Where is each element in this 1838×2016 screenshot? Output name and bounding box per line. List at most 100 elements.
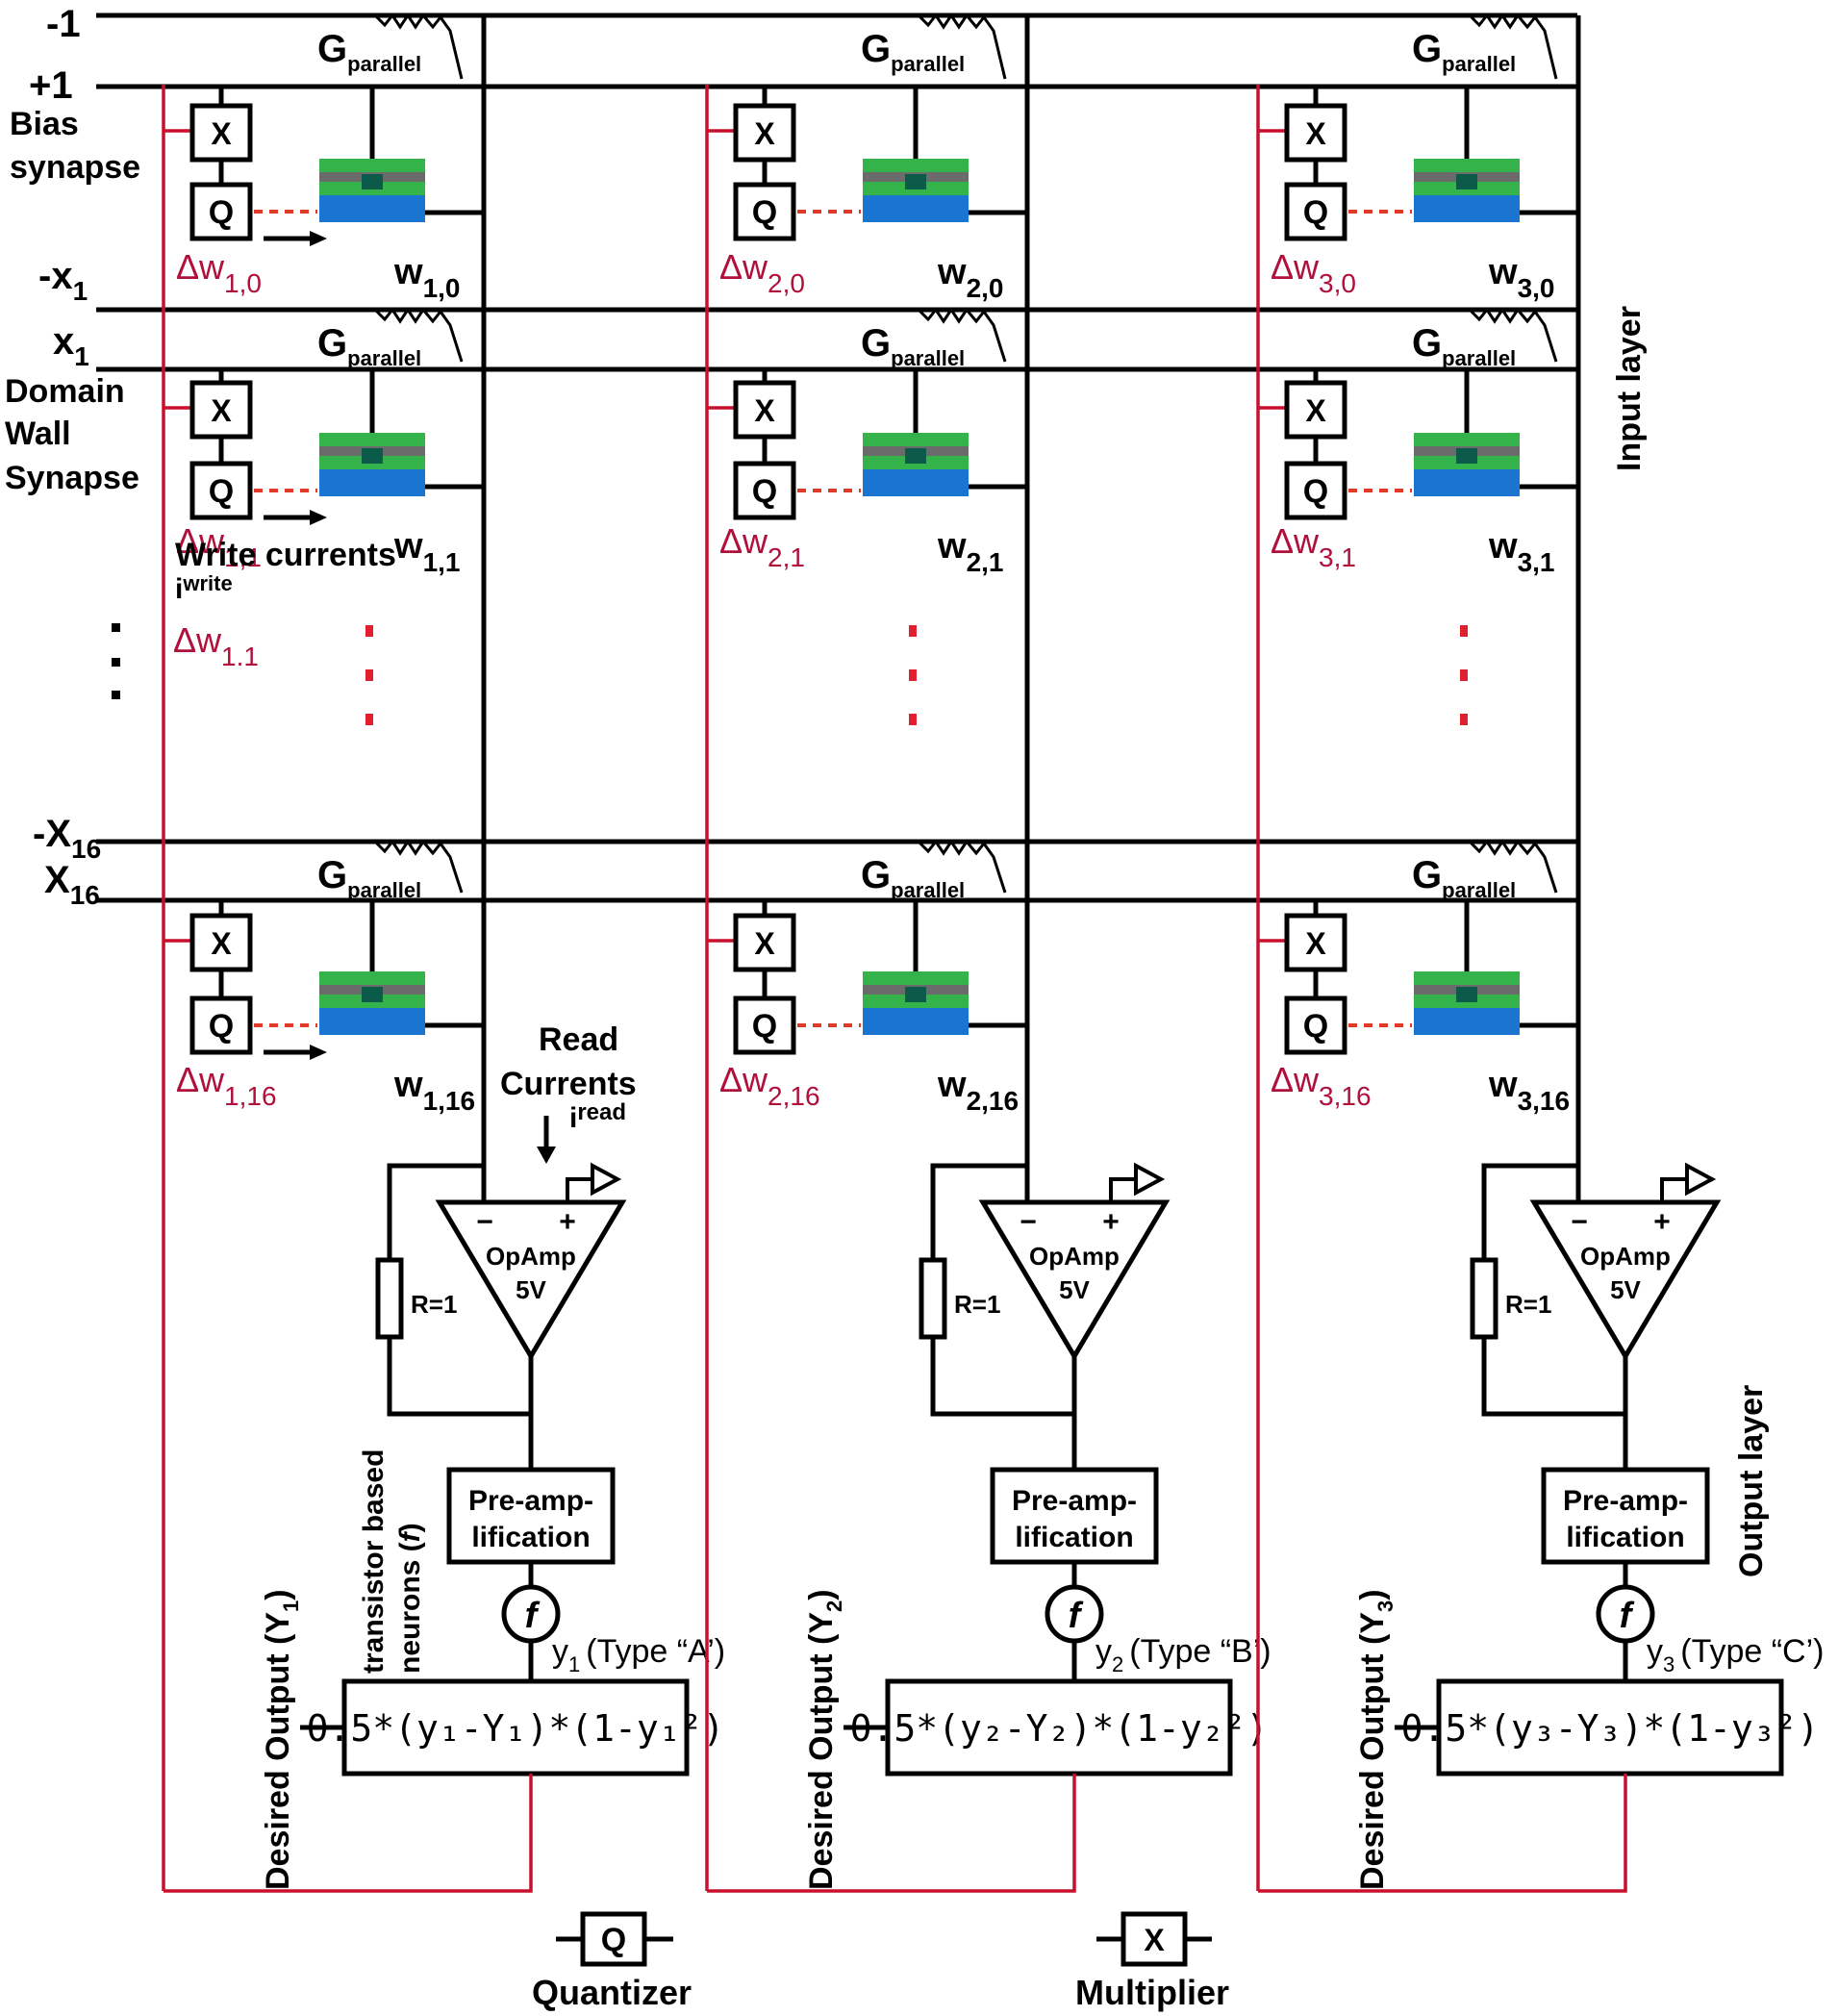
opamp-triangle [978,1199,1171,1361]
device-top-layer [319,971,425,985]
g-parallel-label: Gparallel [1412,28,1516,76]
rail-label-minus-x1: -x1 [38,255,88,306]
legend-quantizer-label: Quantizer [532,1973,692,2012]
device-domain-wall [905,448,926,464]
neuron-note-line2: neurons (f) [394,1523,426,1674]
delta-weight-label: Δw3,0 [1271,247,1356,298]
preamp-line1: Pre-amp- [468,1485,593,1517]
error-formula: 0.5*(y₃-Y₃)*(1-y₃²) [1401,1707,1820,1750]
resistor-label: R=1 [411,1290,457,1319]
device-top-layer [1414,971,1520,985]
g-parallel-label: Gparallel [861,854,965,902]
output-y-label: y3(Type “C’) [1647,1633,1824,1676]
red-ellipsis-dot [1460,625,1468,637]
g-parallel-resistor [917,839,1007,894]
device-free-layer [863,1008,969,1035]
domain-wall-device [319,369,484,496]
device-domain-wall [905,987,926,1002]
legend-multiplier-box [1120,1911,1188,1967]
device-top-layer [863,159,969,172]
weight-label: w3,16 [1488,1065,1570,1116]
weight-label: w3,1 [1488,526,1555,577]
quantizer-box [1284,461,1347,520]
g-parallel-label: Gparallel [317,322,421,370]
quantizer-box [733,461,796,520]
error-formula-box [1436,1678,1784,1777]
multiplier-symbol: X [754,116,775,151]
domain-wall-device [319,900,484,1035]
feedback-bottom-wire [930,1337,1074,1417]
device-top-layer [863,433,969,446]
error-feedback-red [164,1774,533,1893]
red-ellipsis-dot [365,669,373,681]
rail-label-x1: x1 [53,320,89,371]
domain-wall-device [863,369,1027,496]
legend: Q Quantizer X Multiplier [532,1911,1229,2012]
g-parallel-resistor [373,13,464,80]
quantizer-box [1284,182,1347,241]
quantizer-box [733,182,796,241]
device-top-layer [1414,159,1520,172]
red-ellipsis-dot [909,669,917,681]
device-free-layer [1414,469,1520,496]
bias-label-line1: Bias [10,106,79,142]
red-ellipsis-dot [1460,669,1468,681]
read-currents-i: iread [569,1099,626,1134]
feedback-top-wire [930,1163,1027,1260]
multiplier-box [733,913,796,972]
domain-wall-device [1414,369,1578,496]
opamp-name: OpAmp [486,1242,576,1271]
activation-function-symbol: f [1069,1596,1084,1636]
delta-weight-label: Δw1,16 [176,1060,277,1111]
delta-weight-label: Δw1,0 [176,247,262,298]
opamp-voltage: 5V [516,1275,546,1304]
feedback-top-wire [387,1163,484,1260]
feedback-bottom-wire [387,1337,531,1417]
weight-label: w3,0 [1488,252,1555,303]
g-parallel-label: Gparallel [861,28,965,76]
neuron-note: transistor based neurons (f) [358,1449,426,1674]
opamp-voltage: 5V [1059,1275,1090,1304]
write-currents-i: iwrite [175,571,233,605]
multiplier-box [1284,380,1347,440]
domain-wall-label-line1: Domain [5,373,125,410]
read-currents-annotation: Read Currents iread [500,1021,637,1164]
device-free-layer [863,469,969,496]
device-domain-wall [362,987,383,1002]
quantizer-box [189,995,253,1055]
domain-wall-device [319,87,484,222]
delta-weight-label: Δw1,1 [176,521,262,572]
feedback-top-wire [1481,1163,1578,1260]
quantizer-symbol: Q [752,1008,777,1045]
opamp-plus: + [1102,1206,1120,1238]
quantizer-box [733,995,796,1055]
legend-quantizer-symbol: Q [601,1922,626,1958]
opamp-plus: + [1653,1206,1671,1238]
ground-symbol [1109,1162,1166,1202]
device-top-layer [319,433,425,446]
domain-wall-device [863,900,1027,1035]
write-currents-label: Write currents [175,537,396,573]
preamp-line2: lification [1566,1522,1684,1553]
weight-label: w1,1 [393,526,461,577]
red-ellipsis-dot [909,625,917,637]
write-arrowhead [310,231,327,246]
g-parallel-label: Gparallel [1412,854,1516,902]
device-top-layer [1414,433,1520,446]
multiplier-box [189,913,253,972]
opamp-triangle [1529,1199,1722,1361]
opamp-minus: − [1020,1206,1037,1238]
opamp-minus: − [1571,1206,1588,1238]
rail-label-minus-x16: -X16 [33,813,101,864]
legend-quantizer-box [580,1911,647,1967]
bias-label-line2: synapse [10,149,140,186]
multiplier-box [733,380,796,440]
delta-weight-label: Δw2,0 [719,247,805,298]
preamp-line2: lification [1015,1522,1133,1553]
